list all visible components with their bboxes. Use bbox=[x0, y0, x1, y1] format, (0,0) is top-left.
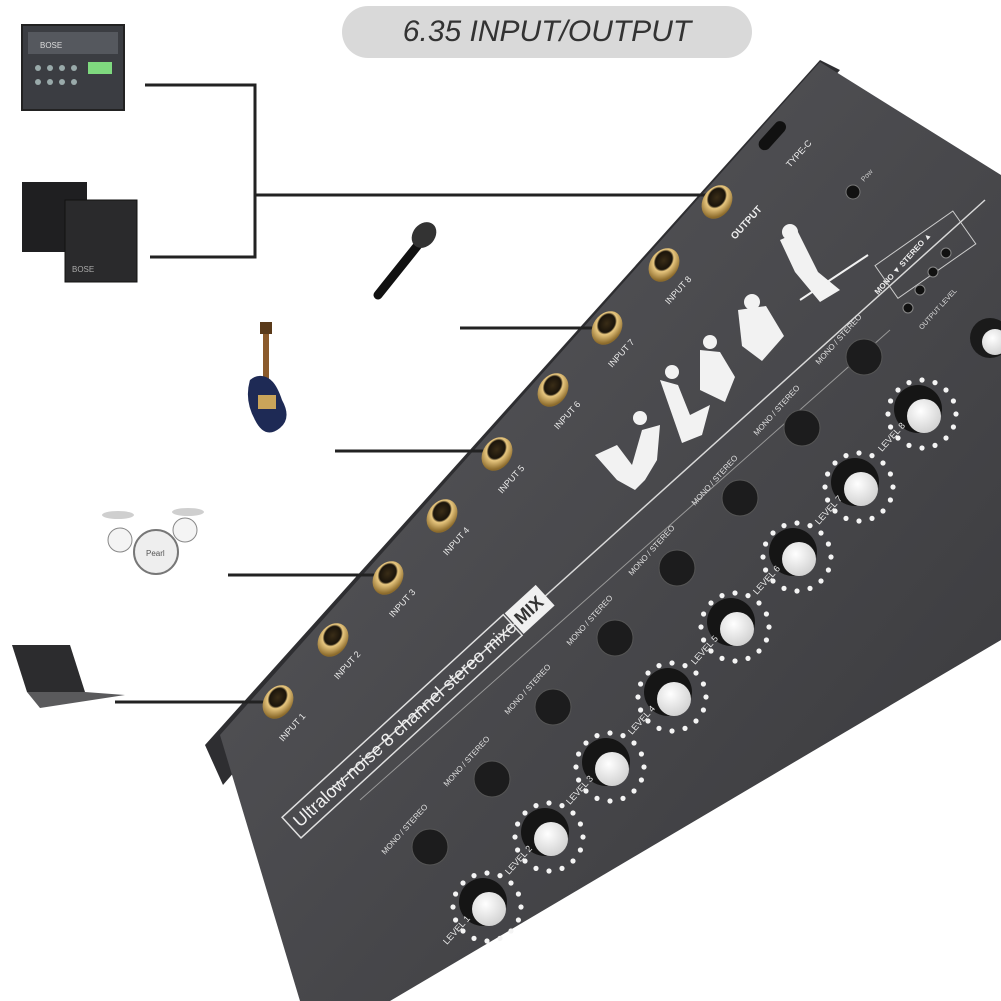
cables bbox=[115, 83, 712, 704]
panel-divider-2 bbox=[359, 329, 891, 801]
guitar-image bbox=[247, 322, 287, 433]
output-jack[interactable] bbox=[695, 179, 739, 225]
output-level-knob[interactable] bbox=[970, 318, 1001, 358]
output-led-4 bbox=[940, 247, 952, 259]
device-top-face bbox=[220, 62, 1001, 1001]
band-silhouette-graphic bbox=[595, 224, 869, 490]
cable-speaker-output bbox=[150, 195, 257, 259]
output-led-2 bbox=[914, 284, 926, 296]
output-led-1 bbox=[902, 302, 914, 314]
drum-brand: Pearl bbox=[146, 549, 165, 558]
mixer-device bbox=[205, 60, 1001, 1001]
panel-divider-1 bbox=[329, 199, 986, 791]
mixer-brand: BOSE bbox=[40, 41, 62, 50]
drum-kit-image: Pearl bbox=[102, 508, 204, 575]
speakers-image: BOSE bbox=[22, 182, 138, 283]
laptop-image bbox=[12, 645, 125, 708]
microphone-image bbox=[373, 222, 437, 300]
banner-pill: 6.35 INPUT/OUTPUT bbox=[342, 6, 752, 58]
model-title-frame bbox=[281, 613, 524, 840]
speaker-brand: BOSE bbox=[72, 265, 94, 274]
banner-text: 6.35 INPUT/OUTPUT bbox=[402, 15, 692, 48]
cable-mixer-output bbox=[145, 83, 712, 197]
mix-badge-bg bbox=[504, 584, 555, 634]
audio-mixer-image: BOSE bbox=[21, 24, 125, 111]
output-led-3 bbox=[927, 266, 939, 278]
